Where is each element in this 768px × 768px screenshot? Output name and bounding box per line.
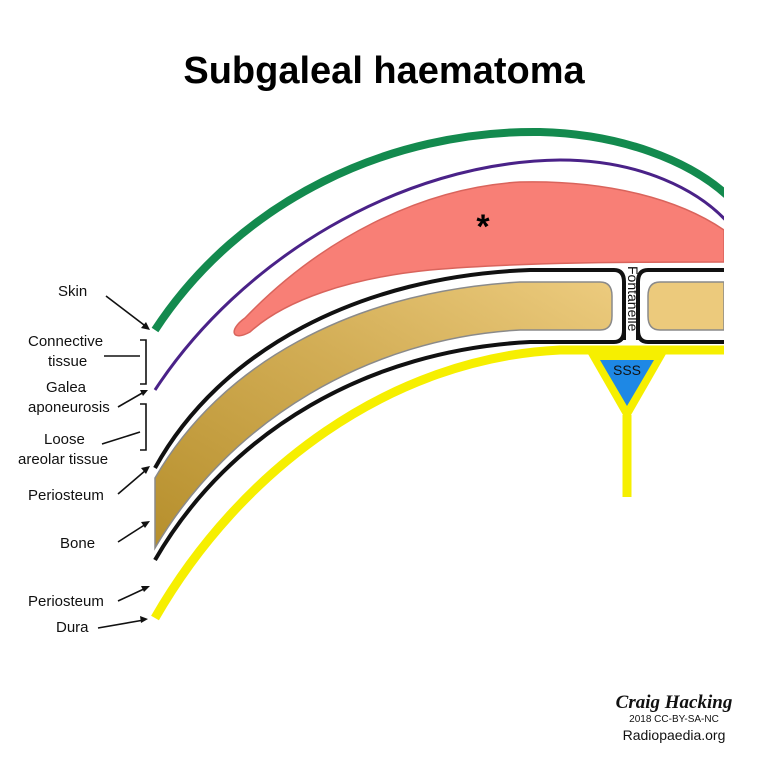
connective-tissue-line xyxy=(153,158,724,391)
fontanelle-label: Fontanelle xyxy=(625,266,641,332)
label-skin: Skin xyxy=(58,283,87,300)
periosteum-outer-line xyxy=(153,268,626,469)
periosteum-inner-line-right xyxy=(636,329,724,344)
label-loose-2: areolar tissue xyxy=(18,451,108,468)
skin-line xyxy=(151,127,724,333)
periosteum-inner-line xyxy=(153,329,626,562)
bone-right xyxy=(647,281,724,331)
sss-triangle xyxy=(600,360,654,406)
dura-line xyxy=(151,345,724,621)
label-periosteum-outer: Periosteum xyxy=(28,487,104,504)
haematoma-asterisk: * xyxy=(476,208,490,246)
page-title: Subgaleal haematoma xyxy=(183,50,585,92)
credit-site: Radiopaedia.org xyxy=(623,727,726,743)
label-galea-1: Galea xyxy=(46,379,87,396)
label-bone: Bone xyxy=(60,535,95,552)
label-dura: Dura xyxy=(56,619,89,636)
label-pointers xyxy=(97,295,150,629)
label-connective-1: Connective xyxy=(28,333,103,350)
haematoma xyxy=(233,181,724,337)
sss-label: SSS xyxy=(613,362,641,378)
label-periosteum-inner: Periosteum xyxy=(28,593,104,610)
credit-license: 2018 CC-BY-SA-NC xyxy=(629,714,719,725)
credit-author: Craig Hacking xyxy=(616,692,733,713)
periosteum-outer-line-right xyxy=(636,268,724,340)
bone-left xyxy=(154,281,613,551)
label-galea-2: aponeurosis xyxy=(28,399,110,416)
label-connective-2: tissue xyxy=(48,353,87,370)
label-loose-1: Loose xyxy=(44,431,85,448)
